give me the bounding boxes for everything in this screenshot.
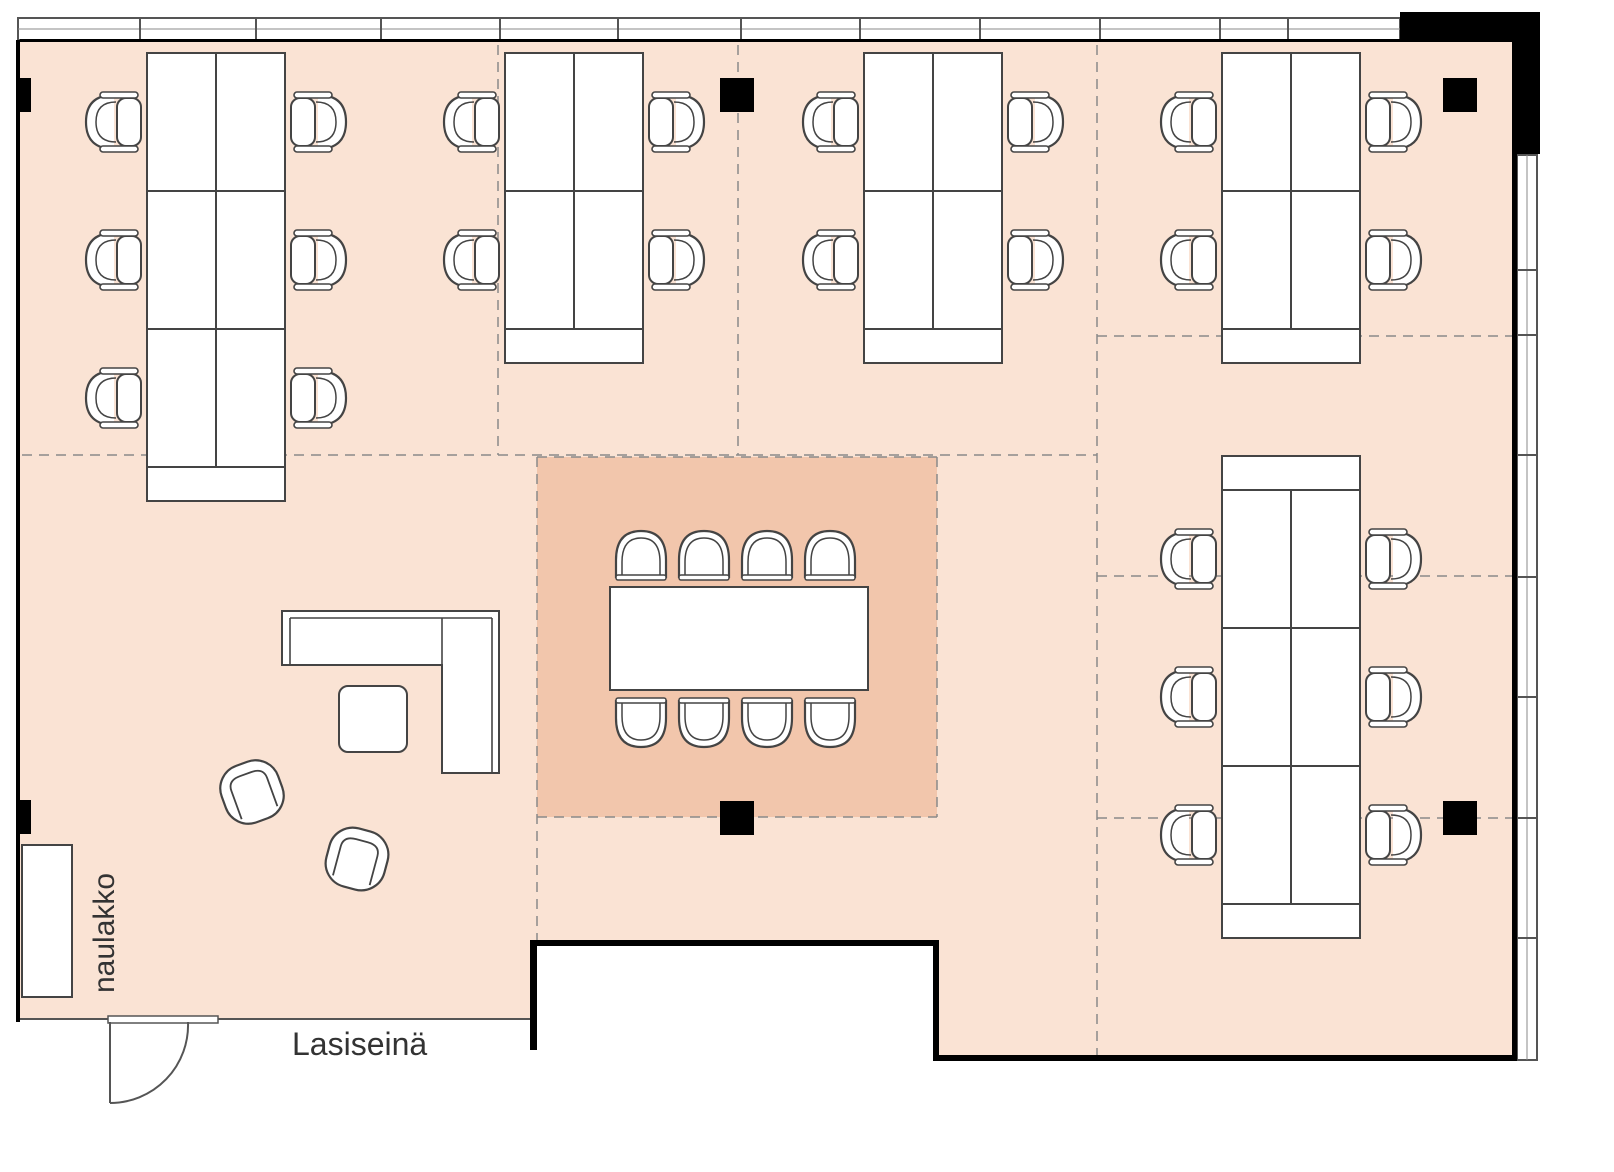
office-chair-icon — [1159, 527, 1218, 591]
shell-chair-icon — [677, 529, 731, 582]
coat-rack-label: naulakko — [88, 873, 121, 993]
office-chair-icon — [442, 228, 501, 292]
shell-chair-icon — [740, 529, 794, 582]
desk-cluster-2[interactable] — [504, 52, 644, 364]
office-chair-icon — [289, 228, 348, 292]
office-chair-icon — [1159, 228, 1218, 292]
desk-cluster-3[interactable] — [863, 52, 1003, 364]
office-chair-icon — [289, 366, 348, 430]
walls — [16, 12, 1540, 1061]
office-chair-icon — [1364, 803, 1423, 867]
door[interactable] — [109, 1021, 190, 1104]
shell-chair-icon — [740, 696, 794, 749]
office-chair-icon — [84, 90, 143, 154]
coat-rack — [21, 844, 73, 998]
shell-chair-icon — [803, 696, 857, 749]
shell-chair-icon — [803, 529, 857, 582]
office-chair-icon — [647, 90, 706, 154]
glass-wall-label: Lasiseinä — [292, 1026, 427, 1062]
office-chair-icon — [1159, 665, 1218, 729]
column — [1443, 801, 1477, 835]
lounge-sofa[interactable] — [281, 610, 500, 774]
office-chair-icon — [1159, 90, 1218, 154]
desk-cluster-4[interactable] — [1221, 52, 1361, 364]
office-chair-icon — [84, 366, 143, 430]
office-chair-icon — [1364, 90, 1423, 154]
coffee-table[interactable] — [338, 685, 408, 753]
column — [720, 801, 754, 835]
office-chair-icon — [1159, 803, 1218, 867]
shell-chair-icon — [614, 529, 668, 582]
office-chair-icon — [647, 228, 706, 292]
office-chair-icon — [801, 228, 860, 292]
window-strip-right — [1516, 154, 1538, 1061]
office-chair-icon — [801, 90, 860, 154]
office-chair-icon — [289, 90, 348, 154]
glass-wall — [20, 1015, 530, 1024]
column — [1443, 78, 1477, 112]
desk-cluster-1[interactable] — [146, 52, 286, 502]
window-strip-top — [17, 17, 1401, 41]
meeting-table[interactable] — [609, 586, 869, 691]
column — [720, 78, 754, 112]
desk-cluster-5[interactable] — [1221, 455, 1361, 939]
office-chair-icon — [1364, 665, 1423, 729]
office-chair-icon — [84, 228, 143, 292]
shell-chair-icon — [614, 696, 668, 749]
office-chair-icon — [1006, 90, 1065, 154]
shell-chair-icon — [677, 696, 731, 749]
structural-columns — [720, 78, 1477, 835]
office-chair-icon — [1364, 228, 1423, 292]
office-chair-icon — [1006, 228, 1065, 292]
office-chair-icon — [442, 90, 501, 154]
office-chair-icon — [1364, 527, 1423, 591]
